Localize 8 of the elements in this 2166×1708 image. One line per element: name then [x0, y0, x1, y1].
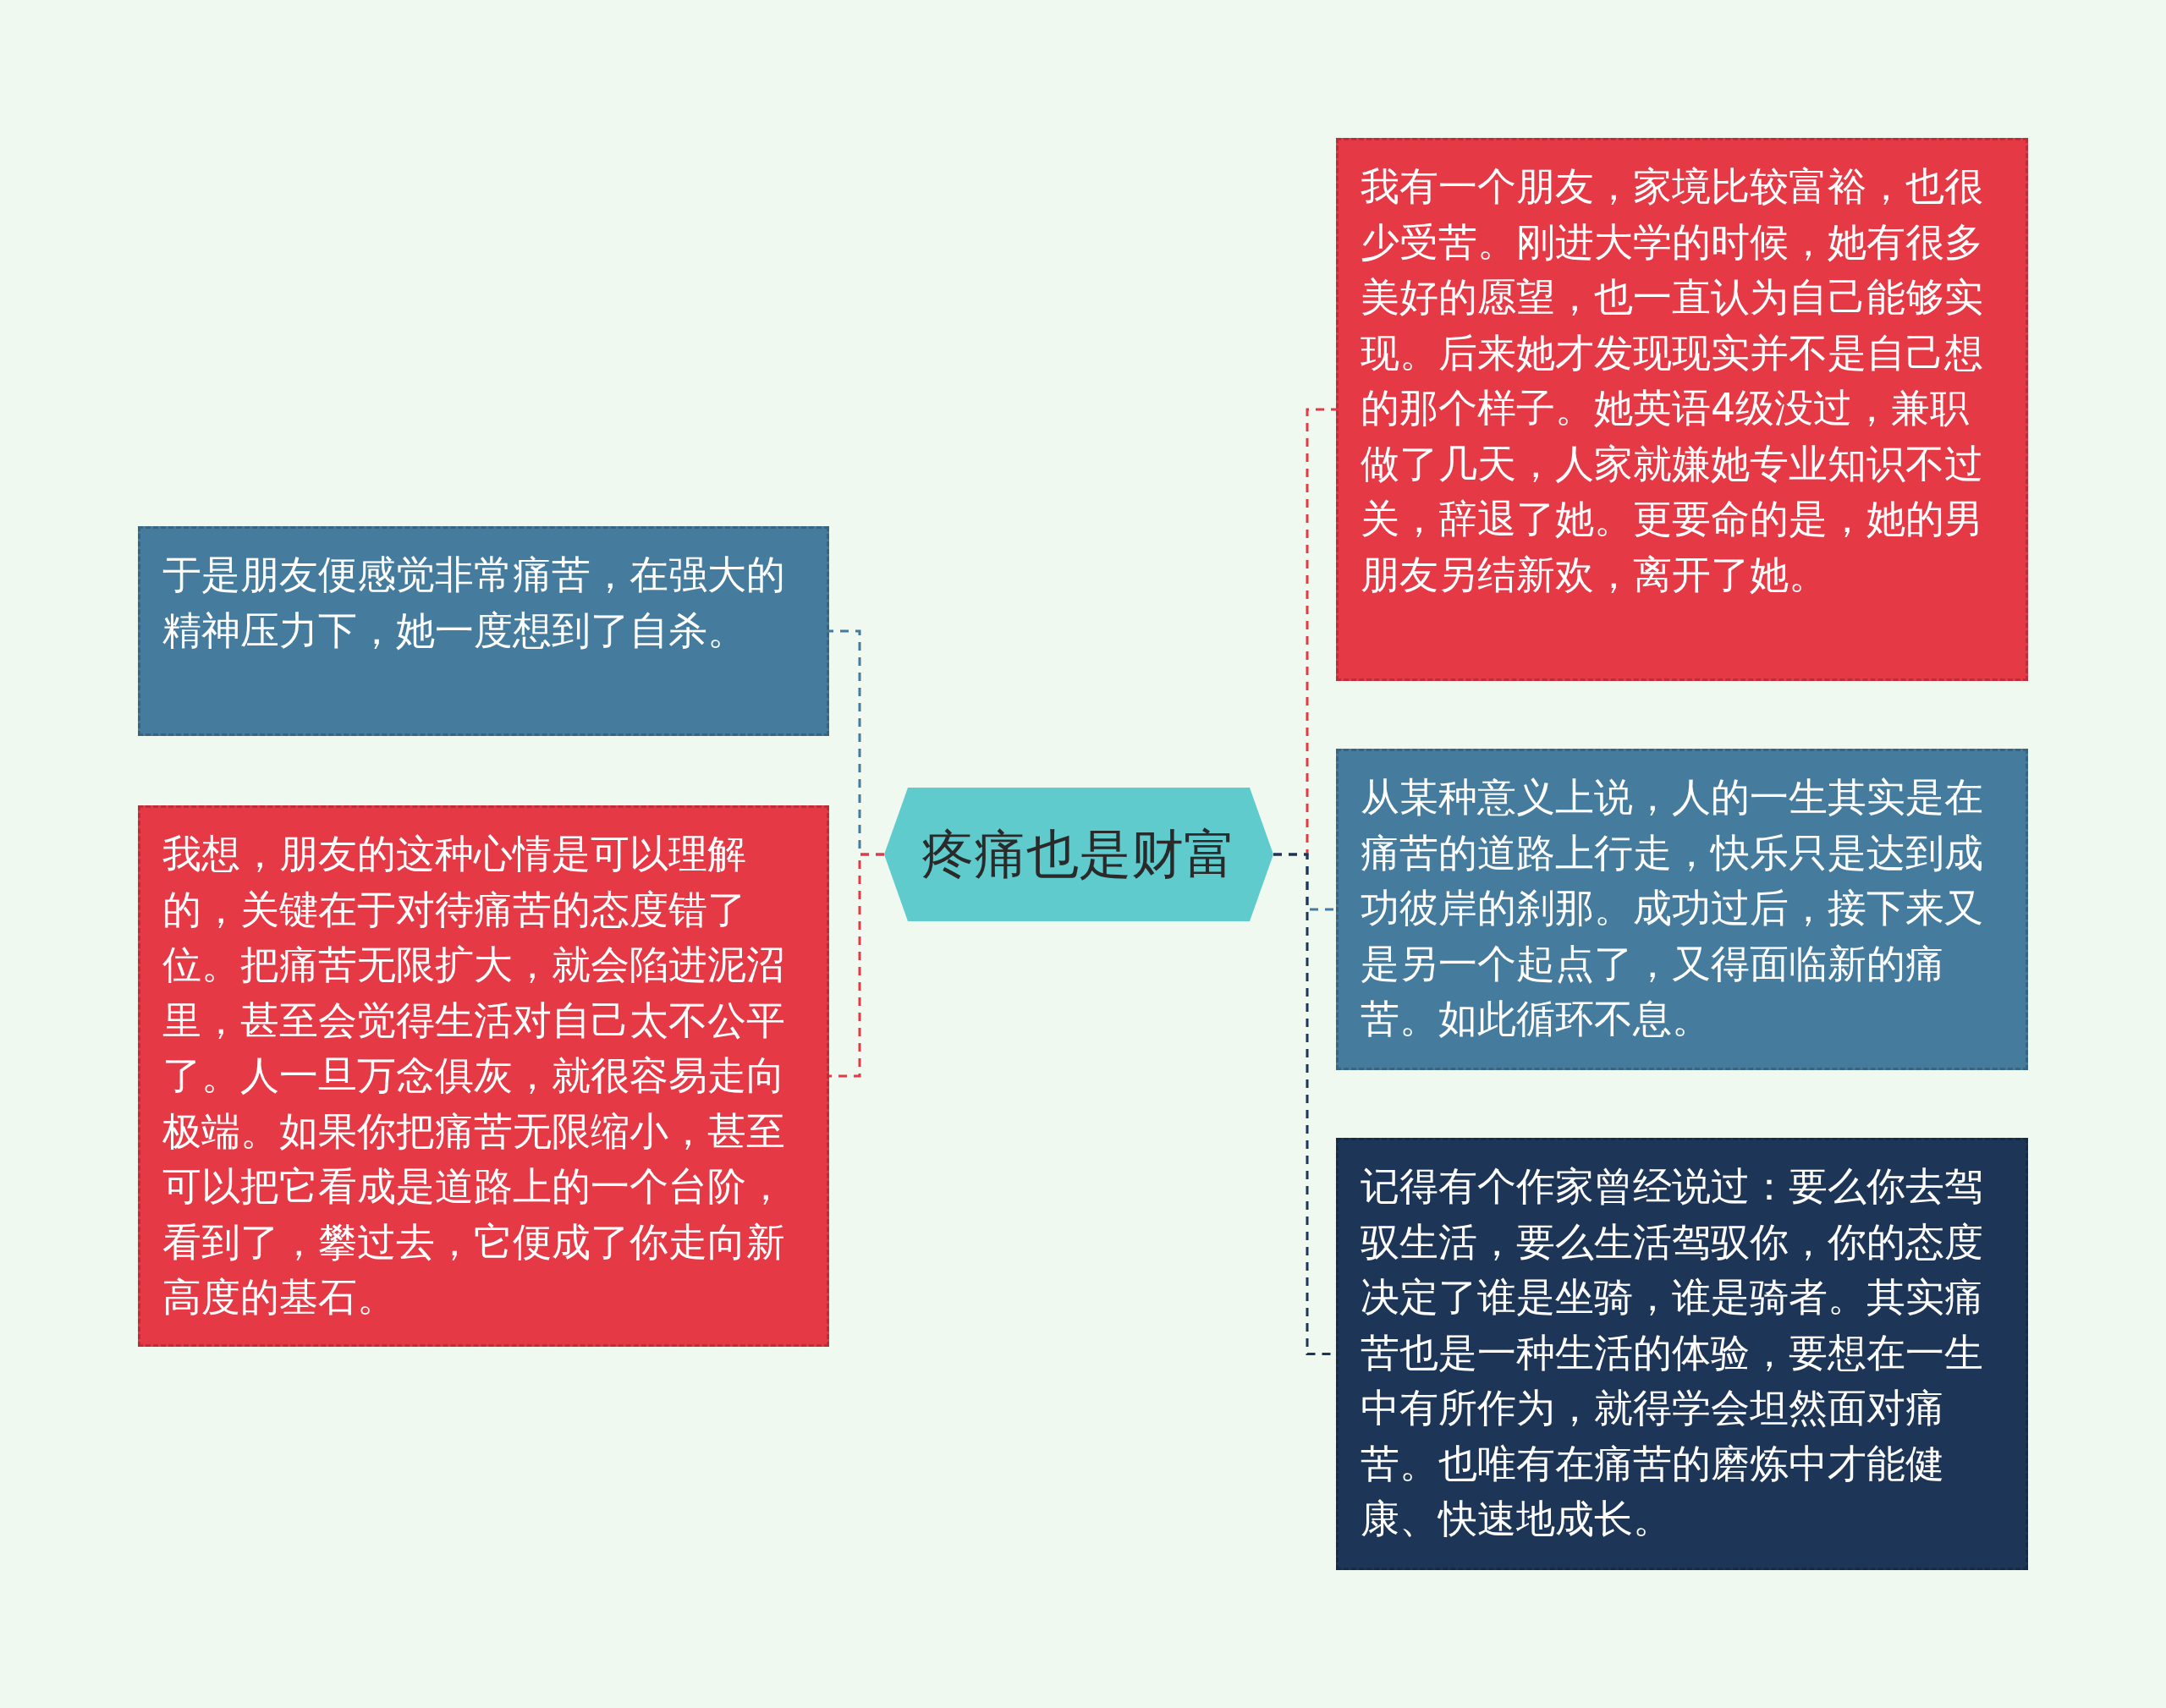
topic-title: 疼痛也是财富: [921, 822, 1236, 887]
hexagon-node: [884, 788, 1273, 921]
text-card: 我想，朋友的这种心情是可以理解的，关键在于对待痛苦的态度错了位。把痛苦无限扩大，就会陷进泥沼里，甚至会觉得生活对自己太不公平了。人一旦万念俱灰，就很容易走向极端。如果你把痛苦无限缩小，甚至可以把它看成是道路上的一个台阶，看到了，攀过去，它便成了你走向新高度的基石。: [138, 805, 829, 1347]
text-card: 从某种意义上说，人的一生其实是在痛苦的道路上行走，快乐只是达到成功彼岸的刹那。成功过后，接下来又是另一个起点了，又得面临新的痛苦。如此循环不息。: [1336, 749, 2028, 1070]
connector: [829, 853, 884, 1078]
text-card: 记得有个作家曾经说过：要么你去驾驭生活，要么生活驾驭你，你的态度决定了谁是坐骑，谁是骑者。其实痛苦也是一种生活的体验，要想在一生中有所作为，就得学会坦然面对痛苦。也唯有在痛苦的磨炼中才能健康、快速地成长。: [1336, 1138, 2028, 1570]
text-card: 于是朋友便感觉非常痛苦，在强大的精神压力下，她一度想到了自杀。: [138, 526, 829, 736]
text-card: 我有一个朋友，家境比较富裕，也很少受苦。刚进大学的时候，她有很多美好的愿望，也一直认为自己能够实现。后来她才发现现实并不是自己想的那个样子。她英语4级没过，兼职做了几天，人家就嫌她专业知识不过关，辞退了她。更要命的是，她的男朋友另结新欢，离开了她。: [1336, 138, 2028, 681]
